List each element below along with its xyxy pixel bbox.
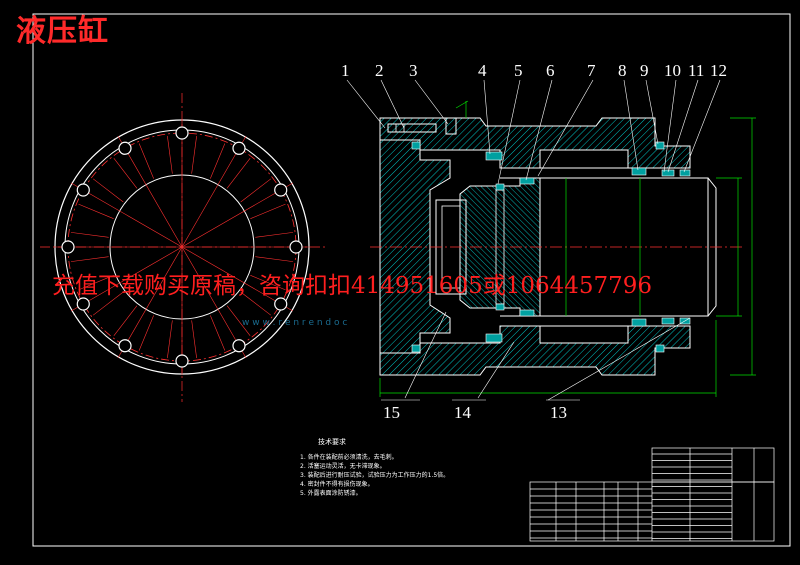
balloon-6: 6 — [546, 61, 555, 80]
bolt-hole — [274, 297, 288, 311]
bolt-hole — [61, 240, 75, 254]
balloon-2: 2 — [375, 61, 384, 80]
bolt-hole — [289, 240, 303, 254]
section-view — [346, 79, 756, 401]
bolt-hole — [274, 183, 288, 197]
bolt-hole — [232, 141, 246, 155]
balloon-14: 14 — [454, 403, 471, 422]
balloon-11: 11 — [688, 61, 705, 80]
tech-note-1: 1. 各件在装配前必须清洗，去毛刺。 — [300, 454, 398, 461]
title-block — [529, 447, 775, 542]
balloon-7: 7 — [587, 61, 596, 80]
balloon-15: 15 — [383, 403, 400, 422]
bolt-hole — [175, 126, 189, 140]
end-view — [40, 93, 325, 402]
tech-note-5: 5. 外露表面涂防锈漆。 — [300, 490, 362, 497]
balloon-10: 10 — [664, 61, 681, 80]
download-watermark: 充值下载购买原稿，咨询扣扣414951605或1064457796 — [52, 273, 653, 299]
balloon-12: 12 — [710, 61, 727, 80]
balloon-8: 8 — [618, 61, 627, 80]
balloon-5: 5 — [514, 61, 523, 80]
balloon-9: 9 — [640, 61, 649, 80]
drawing-border — [32, 13, 791, 547]
tech-note-3: 3. 装配后进行耐压试验，试验压力为工作压力的1.5倍。 — [300, 472, 450, 479]
balloon-3: 3 — [409, 61, 418, 80]
bolt-hole — [232, 339, 246, 353]
bolt-holes — [61, 126, 303, 368]
balloon-1: 1 — [341, 61, 350, 80]
bolt-hole — [118, 339, 132, 353]
balloon-13: 13 — [550, 403, 567, 422]
tech-note-2: 2. 活塞运动灵活，无卡滞现象。 — [300, 463, 386, 470]
tech-requirements-title: 技术要求 — [318, 438, 346, 446]
bolt-hole — [76, 183, 90, 197]
drawing-title: 液压缸 — [16, 14, 109, 49]
bolt-hole — [118, 141, 132, 155]
bolt-hole — [175, 354, 189, 368]
tech-note-4: 4. 密封件不得有损伤现象。 — [300, 481, 374, 488]
site-watermark: w w w . r e n r e n d o c — [242, 318, 348, 328]
balloon-4: 4 — [478, 61, 487, 80]
bolt-hole — [76, 297, 90, 311]
